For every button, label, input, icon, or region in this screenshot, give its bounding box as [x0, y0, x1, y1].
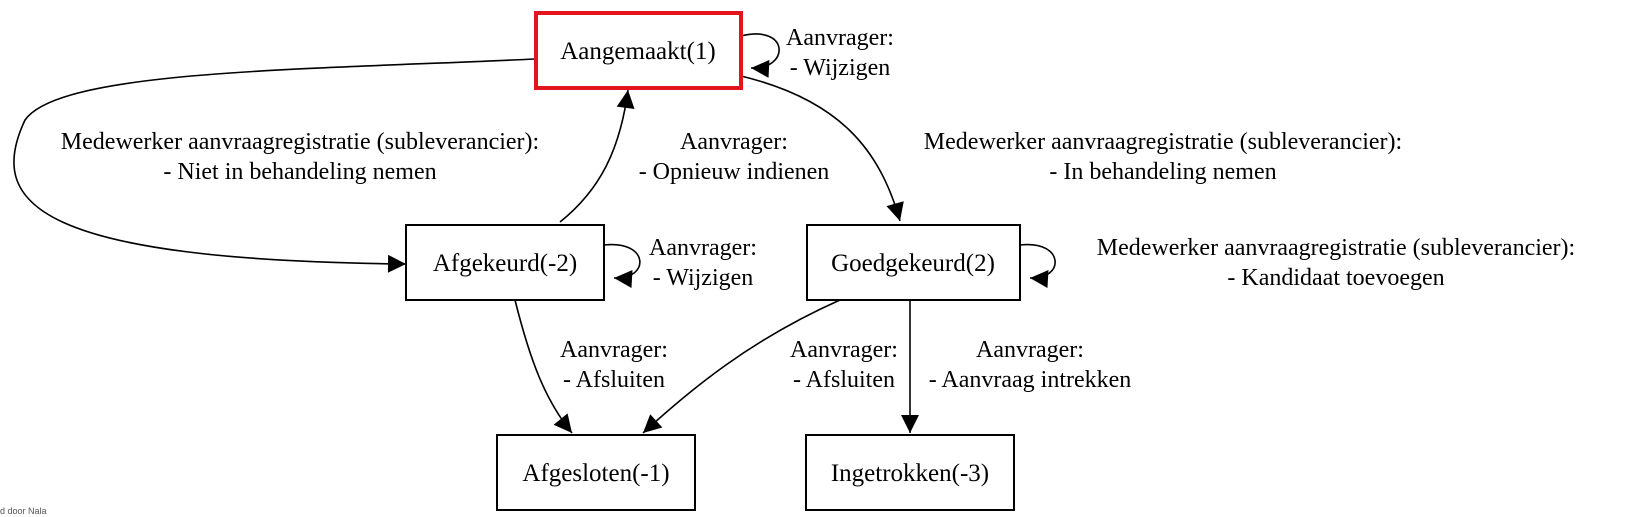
svg-text:Afgesloten(-1): Afgesloten(-1) [522, 460, 669, 487]
svg-text:- Wijzigen: - Wijzigen [790, 55, 891, 81]
svg-text:Aangemaakt(1): Aangemaakt(1) [560, 38, 715, 65]
svg-text:- In behandeling nemen: - In behandeling nemen [1049, 159, 1276, 185]
label-aangemaakt-self: Aanvrager: - Wijzigen [786, 25, 894, 81]
edge-goedgekeurd-to-afgesloten [642, 299, 841, 434]
edge-afgekeurd-self [603, 243, 641, 288]
svg-text:- Opnieuw indienen: - Opnieuw indienen [639, 159, 830, 185]
node-aangemaakt: Aangemaakt(1) [534, 11, 743, 90]
svg-text:- Niet in behandeling nemen: - Niet in behandeling nemen [163, 159, 436, 185]
svg-text:Aanvrager:: Aanvrager: [560, 337, 668, 363]
edge-goedgekeurd-self [1019, 243, 1056, 288]
svg-text:- Aanvraag intrekken: - Aanvraag intrekken [929, 367, 1132, 393]
svg-text:Medewerker aanvraagregistratie: Medewerker aanvraagregistratie (sublever… [1097, 235, 1575, 261]
node-ingetrokken: Ingetrokken(-3) [805, 434, 1015, 511]
svg-text:Medewerker aanvraagregistratie: Medewerker aanvraagregistratie (sublever… [61, 129, 539, 155]
label-afgekeurd-to-aangemaakt: Aanvrager: - Opnieuw indienen [639, 129, 830, 185]
svg-text:- Afsluiten: - Afsluiten [563, 367, 665, 393]
edge-afgekeurd-to-aangemaakt [559, 89, 635, 223]
label-goedgekeurd-to-ingetrokken: Aanvrager: - Aanvraag intrekken [929, 337, 1132, 393]
node-goedgekeurd: Goedgekeurd(2) [806, 224, 1021, 301]
edge-afgekeurd-to-afgesloten [514, 299, 573, 434]
node-afgekeurd: Afgekeurd(-2) [405, 224, 605, 301]
svg-text:- Afsluiten: - Afsluiten [793, 367, 895, 393]
footer-text: d door Nala [0, 506, 47, 516]
svg-text:Ingetrokken(-3): Ingetrokken(-3) [831, 460, 989, 487]
label-goedgekeurd-self: Medewerker aanvraagregistratie (sublever… [1097, 235, 1575, 291]
svg-text:Aanvrager:: Aanvrager: [680, 129, 788, 155]
label-aangemaakt-to-afgekeurd: Medewerker aanvraagregistratie (sublever… [61, 129, 539, 185]
label-goedgekeurd-to-afgesloten: Aanvrager: - Afsluiten [790, 337, 898, 393]
svg-text:Medewerker aanvraagregistratie: Medewerker aanvraagregistratie (sublever… [924, 129, 1402, 155]
svg-text:Aanvrager:: Aanvrager: [649, 235, 757, 261]
svg-text:Aanvrager:: Aanvrager: [786, 25, 894, 51]
edge-aangemaakt-to-afgekeurd [13, 58, 536, 273]
svg-text:- Kandidaat toevoegen: - Kandidaat toevoegen [1227, 265, 1444, 291]
label-aangemaakt-to-goedgekeurd: Medewerker aanvraagregistratie (sublever… [924, 129, 1402, 185]
svg-text:Goedgekeurd(2): Goedgekeurd(2) [831, 250, 995, 277]
label-afgekeurd-to-afgesloten: Aanvrager: - Afsluiten [560, 337, 668, 393]
label-afgekeurd-self: Aanvrager: - Wijzigen [649, 235, 757, 291]
node-afgesloten: Afgesloten(-1) [496, 434, 696, 511]
edge-aangemaakt-to-goedgekeurd [740, 75, 904, 222]
edge-aangemaakt-self [740, 33, 780, 78]
svg-text:- Wijzigen: - Wijzigen [653, 265, 754, 291]
svg-text:Afgekeurd(-2): Afgekeurd(-2) [433, 250, 577, 277]
svg-text:Aanvrager:: Aanvrager: [976, 337, 1084, 363]
svg-text:Aanvrager:: Aanvrager: [790, 337, 898, 363]
